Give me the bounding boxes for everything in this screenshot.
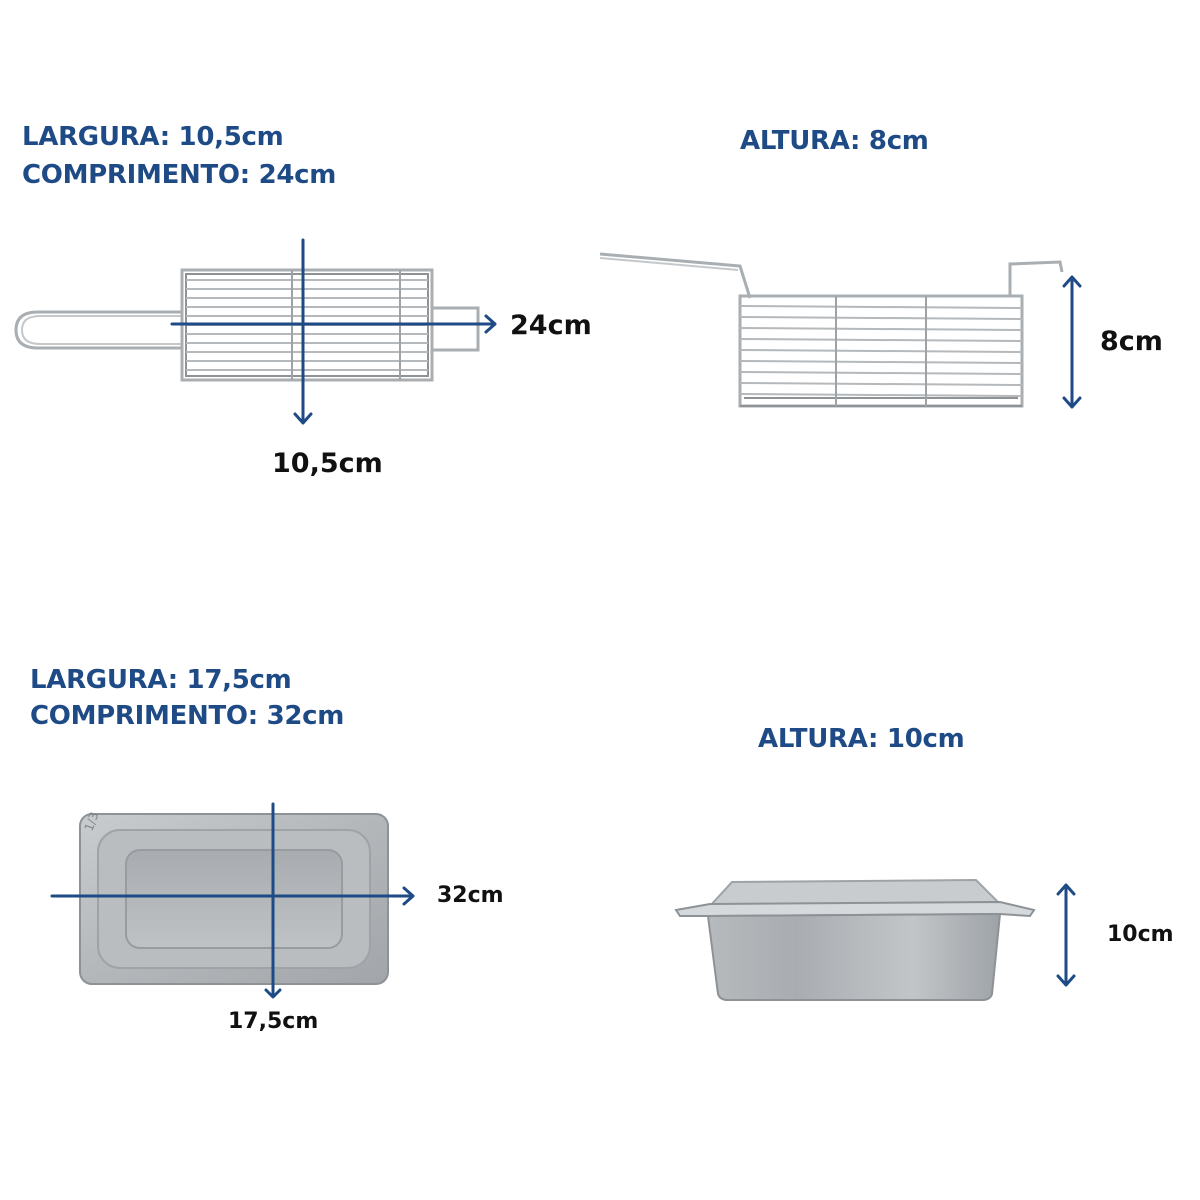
pan-width-heading: LARGURA: 17,5cm bbox=[30, 665, 292, 695]
pan-top-photo: 1/3 bbox=[79, 810, 389, 985]
pan-top-arrows bbox=[50, 802, 415, 999]
basket-top-arrows bbox=[170, 238, 497, 425]
basket-length-label: 24cm bbox=[510, 310, 592, 341]
pan-stamp: 1/3 bbox=[82, 810, 102, 833]
basket-height-arrow bbox=[1062, 275, 1082, 409]
basket-height-heading: ALTURA: 8cm bbox=[740, 126, 929, 156]
pan-height-label: 10cm bbox=[1107, 922, 1174, 947]
pan-width-label: 17,5cm bbox=[228, 1009, 319, 1034]
basket-length-heading: COMPRIMENTO: 24cm bbox=[22, 160, 337, 190]
basket-side-photo bbox=[599, 252, 1064, 408]
basket-height-label: 8cm bbox=[1100, 326, 1163, 357]
pan-height-arrow bbox=[1056, 883, 1076, 987]
basket-width-label: 10,5cm bbox=[272, 448, 383, 479]
pan-side-photo bbox=[674, 878, 1036, 1001]
pan-height-heading: ALTURA: 10cm bbox=[758, 724, 965, 754]
pan-dimensions-heading: LARGURA: 17,5cm COMPRIMENTO: 32cm bbox=[30, 662, 344, 734]
pan-length-label: 32cm bbox=[437, 883, 504, 908]
pan-length-heading: COMPRIMENTO: 32cm bbox=[30, 701, 345, 731]
basket-dimensions-heading: LARGURA: 10,5cm COMPRIMENTO: 24cm bbox=[22, 118, 336, 194]
basket-width-heading: LARGURA: 10,5cm bbox=[22, 122, 284, 152]
